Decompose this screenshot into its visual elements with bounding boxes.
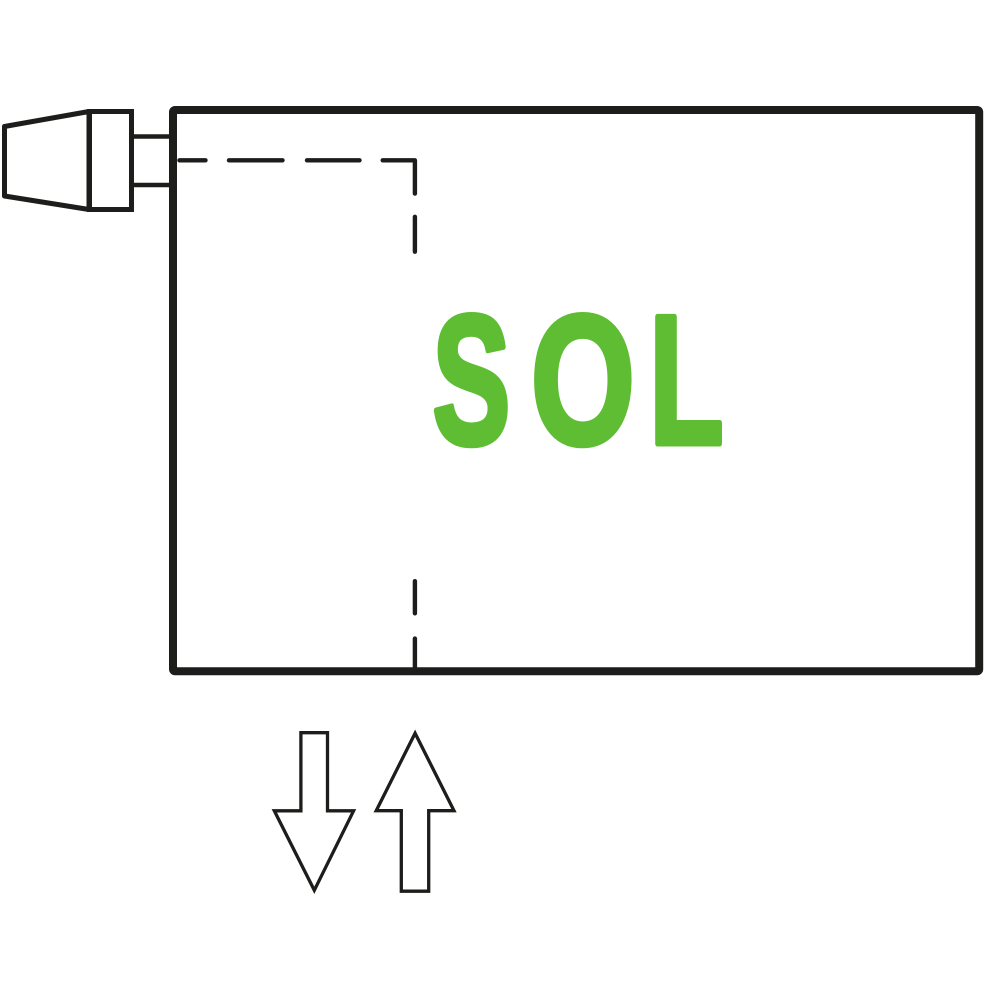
svg-text:O: O	[531, 278, 635, 484]
svg-text:S: S	[432, 276, 510, 482]
svg-text:L: L	[649, 279, 724, 484]
